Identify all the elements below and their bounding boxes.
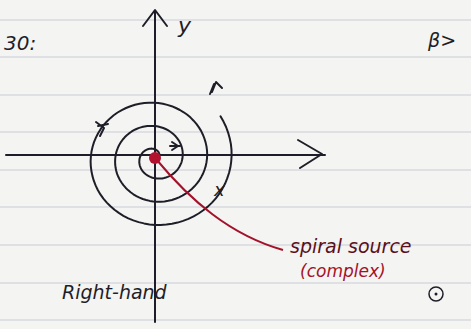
trajectory-arrow xyxy=(210,82,222,94)
axis-label: y xyxy=(178,14,191,38)
y-axis xyxy=(154,12,156,322)
annotation: Right-hand xyxy=(62,282,167,303)
axis-arrowhead xyxy=(143,10,167,26)
circled-dot xyxy=(435,293,438,296)
x-axis xyxy=(6,154,325,156)
annotation: (complex) xyxy=(300,262,386,281)
equilibrium-point xyxy=(149,152,161,164)
trajectory-arrow xyxy=(170,142,180,150)
axis-label: x xyxy=(214,180,225,200)
problem-number: 30: xyxy=(4,32,36,54)
axis-arrowhead xyxy=(298,140,322,168)
annotation: spiral source xyxy=(290,236,412,257)
leader-line xyxy=(156,159,283,250)
circled-dot xyxy=(429,287,443,301)
ruled-lines xyxy=(0,20,471,320)
problem-number: β> xyxy=(428,30,456,51)
trajectory-arrow xyxy=(96,122,108,136)
